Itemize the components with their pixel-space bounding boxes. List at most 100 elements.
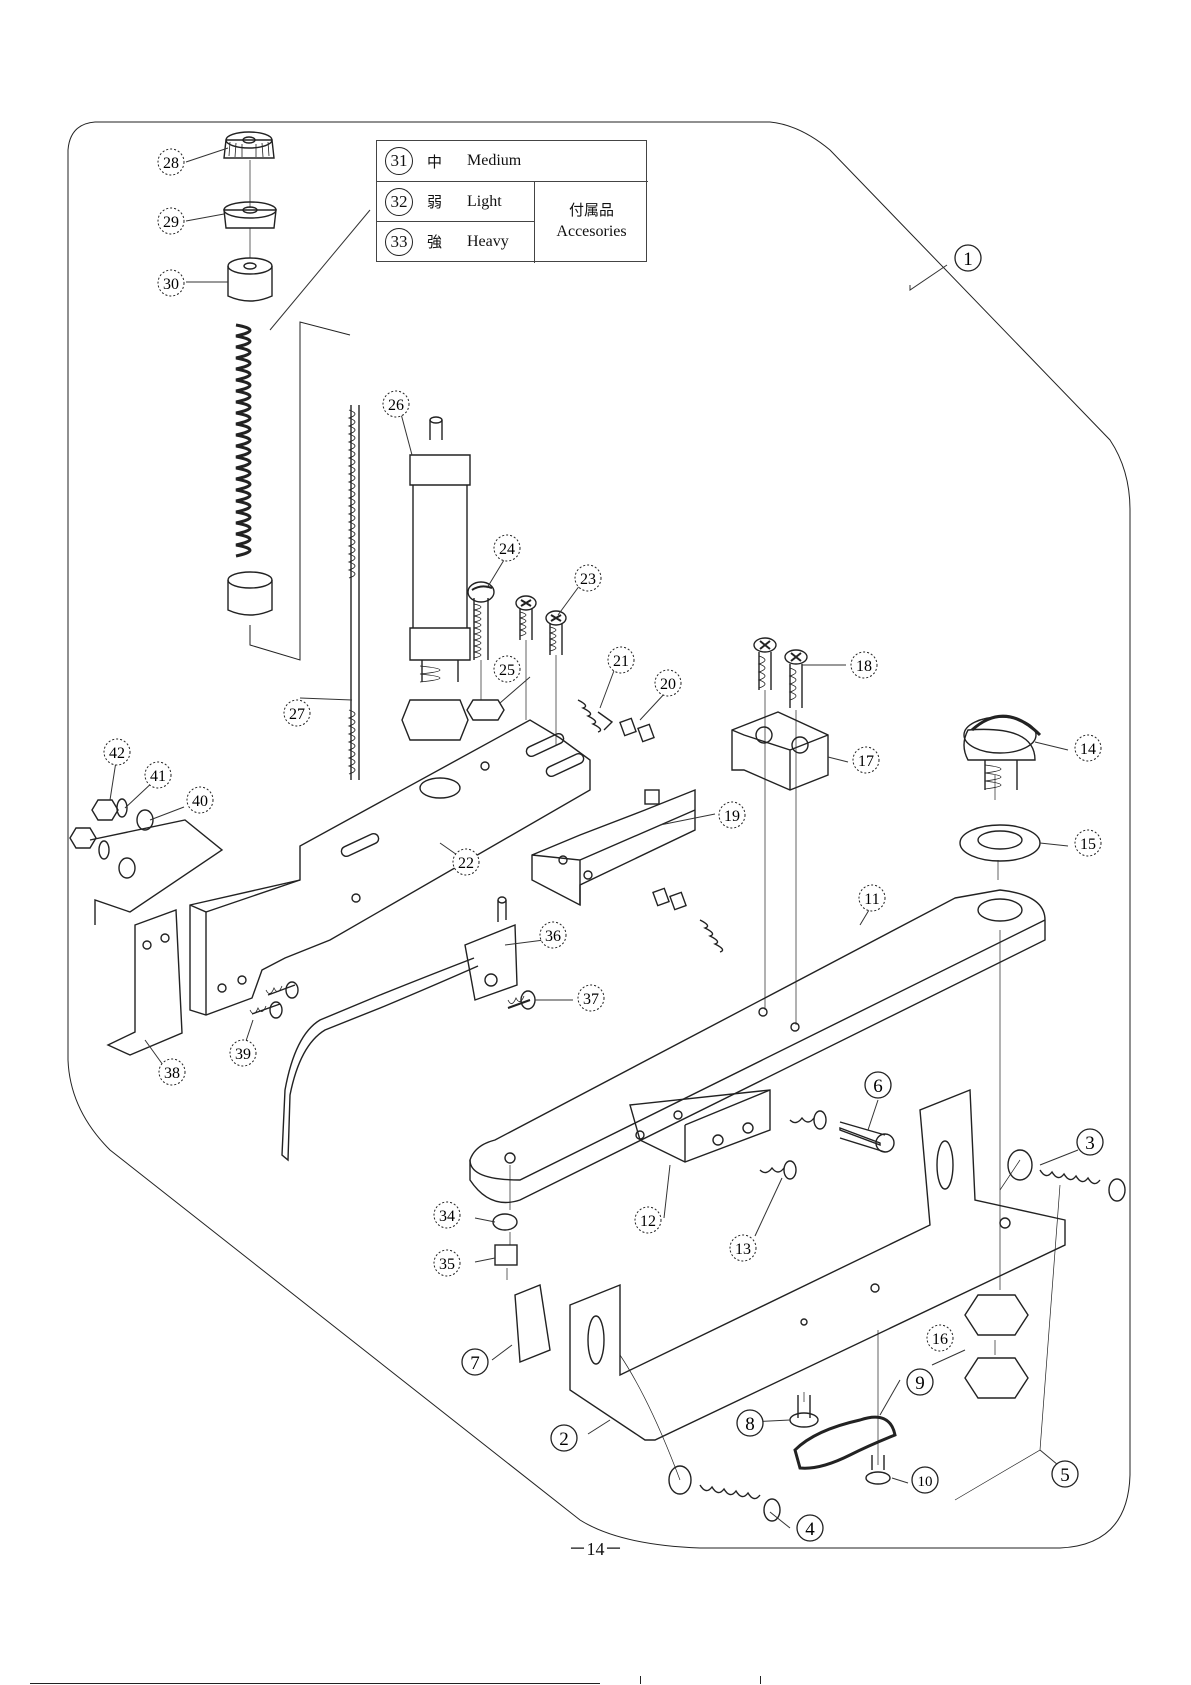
callout-34: 34 <box>434 1202 460 1228</box>
callout-9: 9 <box>907 1369 933 1395</box>
legend-row-heavy: 33 強 Heavy <box>377 221 534 261</box>
callout-22: 22 <box>453 849 479 875</box>
assembly-outline <box>68 122 1130 1548</box>
screw-24 <box>468 582 494 660</box>
svg-text:6: 6 <box>873 1076 883 1097</box>
callout-40: 40 <box>187 787 213 813</box>
spacer-6 <box>840 1122 894 1152</box>
callout-24: 24 <box>494 535 520 561</box>
legend-number: 31 <box>385 147 413 175</box>
svg-text:18: 18 <box>856 658 872 675</box>
knob-14 <box>964 716 1040 790</box>
callout-30: 30 <box>158 270 184 296</box>
svg-text:22: 22 <box>458 855 474 872</box>
callout-11: 11 <box>859 885 885 911</box>
plates-20 <box>620 718 686 909</box>
svg-text:2: 2 <box>559 1429 569 1450</box>
collar-30-lower <box>228 572 272 615</box>
block-19 <box>532 790 695 905</box>
callout-14: 14 <box>1075 735 1101 761</box>
legend-en-label: Heavy <box>467 233 509 251</box>
nut-16b <box>965 1358 1028 1398</box>
plate-22 <box>190 720 590 1015</box>
cylinder-26 <box>410 417 470 682</box>
plate-7 <box>515 1285 550 1362</box>
nut-16a <box>965 1295 1028 1335</box>
washer-15 <box>960 825 1040 861</box>
legend-number: 33 <box>385 228 413 256</box>
svg-text:1: 1 <box>963 249 973 270</box>
link-9 <box>795 1417 895 1468</box>
callout-2: 2 <box>551 1425 577 1451</box>
accessories-label: 付属品 Accesories <box>535 199 648 243</box>
svg-text:37: 37 <box>583 991 599 1008</box>
callout-35: 35 <box>434 1250 460 1276</box>
callout-27: 27 <box>284 700 310 726</box>
legend-jp-label: 中 <box>427 151 457 172</box>
bracket-38 <box>108 910 182 1055</box>
callout-29: 29 <box>158 208 184 234</box>
nut-26-base <box>402 700 468 740</box>
svg-text:38: 38 <box>164 1065 180 1082</box>
svg-text:30: 30 <box>163 276 179 293</box>
svg-text:34: 34 <box>439 1208 455 1225</box>
callout-23: 23 <box>575 565 601 591</box>
rod-27 <box>349 405 359 780</box>
svg-text:35: 35 <box>439 1256 455 1273</box>
accessories-legend: 31 中 Medium 32 弱 Light 33 強 Heavy 付属品 Ac… <box>376 140 647 262</box>
svg-text:41: 41 <box>150 768 166 785</box>
screws-39 <box>250 982 298 1018</box>
screws-18 <box>754 638 807 708</box>
legend-jp-label: 強 <box>427 231 457 252</box>
accessories-en: Accesories <box>535 221 648 243</box>
legend-en-label: Medium <box>467 152 521 170</box>
svg-text:13: 13 <box>735 1241 751 1258</box>
page-number: －14－ <box>0 1535 1191 1561</box>
legend-divider-top <box>534 181 648 182</box>
svg-text:19: 19 <box>724 808 740 825</box>
bracket-12 <box>630 1090 770 1162</box>
svg-text:28: 28 <box>163 155 179 172</box>
callout-36: 36 <box>540 922 566 948</box>
footer-tick <box>760 1676 761 1684</box>
svg-text:17: 17 <box>858 753 874 770</box>
svg-text:7: 7 <box>470 1353 480 1374</box>
svg-text:12: 12 <box>640 1213 656 1230</box>
legend-row-medium: 31 中 Medium <box>377 141 534 181</box>
callout-13: 13 <box>730 1235 756 1261</box>
svg-text:36: 36 <box>545 928 561 945</box>
svg-text:8: 8 <box>745 1414 755 1435</box>
callout-6: 6 <box>865 1072 891 1098</box>
svg-text:16: 16 <box>932 1331 948 1348</box>
callout-41: 41 <box>145 762 171 788</box>
callout-16: 16 <box>927 1325 953 1351</box>
callout-26: 26 <box>383 391 409 417</box>
svg-text:9: 9 <box>915 1373 925 1394</box>
callout-37: 37 <box>578 985 604 1011</box>
svg-text:14: 14 <box>1080 741 1096 758</box>
callout-15: 15 <box>1075 830 1101 856</box>
svg-text:24: 24 <box>499 541 515 558</box>
screw-23a <box>516 596 536 640</box>
screw-3 <box>1008 1150 1125 1201</box>
callout-1: 1 <box>955 245 981 271</box>
legend-jp-label: 弱 <box>427 191 457 212</box>
footer-rule <box>30 1683 600 1684</box>
legend-number: 32 <box>385 188 413 216</box>
svg-text:11: 11 <box>864 891 879 908</box>
callout-5: 5 <box>1052 1461 1078 1487</box>
svg-text:25: 25 <box>499 662 515 679</box>
screw-4 <box>669 1466 780 1521</box>
collar-30 <box>228 258 272 301</box>
svg-text:42: 42 <box>109 745 125 762</box>
svg-text:27: 27 <box>289 706 305 723</box>
footer-tick <box>640 1676 641 1684</box>
block-17 <box>732 712 828 790</box>
nut-25 <box>467 700 504 720</box>
callout-7: 7 <box>462 1349 488 1375</box>
svg-text:10: 10 <box>918 1474 933 1490</box>
callout-38: 38 <box>159 1059 185 1085</box>
callout-19: 19 <box>719 802 745 828</box>
nozzle-36 <box>282 897 517 1160</box>
callout-25: 25 <box>494 656 520 682</box>
